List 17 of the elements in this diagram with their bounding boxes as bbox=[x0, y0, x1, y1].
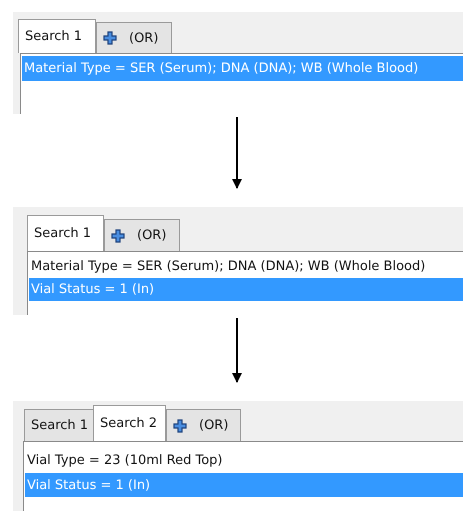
tab: Search 1 bbox=[24, 409, 94, 441]
search-panel bbox=[13, 401, 463, 511]
tab: Search 1 bbox=[27, 215, 104, 251]
arrow bbox=[232, 117, 242, 189]
search-panel bbox=[13, 12, 463, 114]
tab: (OR) bbox=[96, 22, 172, 53]
list-row: Vial Status = 1 (In) bbox=[29, 278, 463, 301]
tab: (OR) bbox=[104, 219, 180, 251]
search-panel bbox=[13, 207, 463, 315]
arrow bbox=[232, 318, 242, 383]
tab: Search 2 bbox=[93, 405, 166, 441]
list-row: Material Type = SER (Serum); DNA (DNA); WB (Whole Blood) bbox=[29, 255, 463, 278]
list-row: Vial Status = 1 (In) bbox=[25, 473, 463, 497]
tab: (OR) bbox=[166, 409, 241, 441]
tab: Search 1 bbox=[18, 19, 96, 53]
list-row: Vial Type = 23 (10ml Red Top) bbox=[25, 448, 463, 473]
list-row: Material Type = SER (Serum); DNA (DNA); WB (Whole Blood) bbox=[22, 56, 463, 81]
